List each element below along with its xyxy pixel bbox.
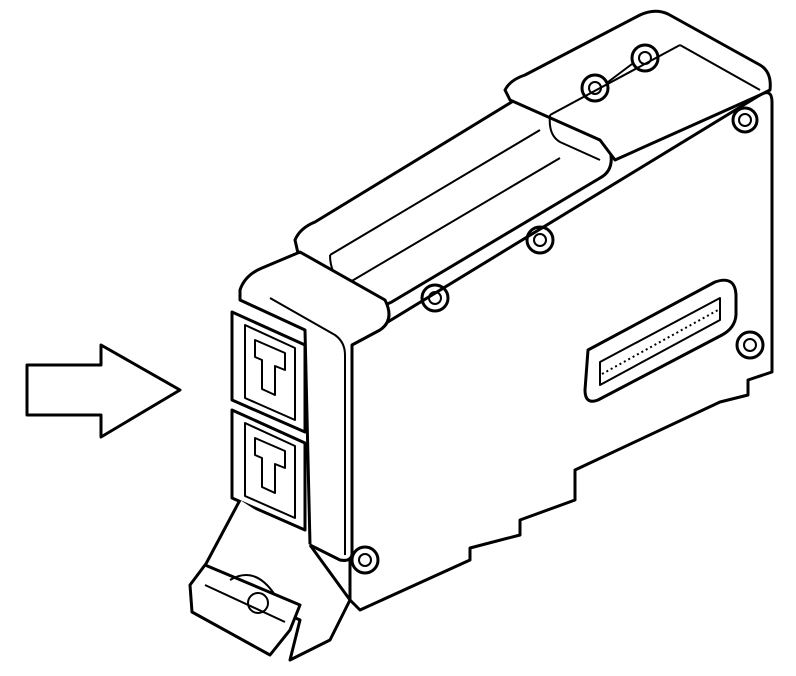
arrow-right-icon [25,343,182,439]
edge-connector [583,278,738,403]
screw-holes [350,43,765,575]
rj45-port-1[interactable] [230,310,307,434]
terminal-block[interactable] [188,563,302,657]
rj45-port-2[interactable] [230,408,307,532]
module-front-housing [238,250,391,562]
module-top-block [503,9,772,162]
